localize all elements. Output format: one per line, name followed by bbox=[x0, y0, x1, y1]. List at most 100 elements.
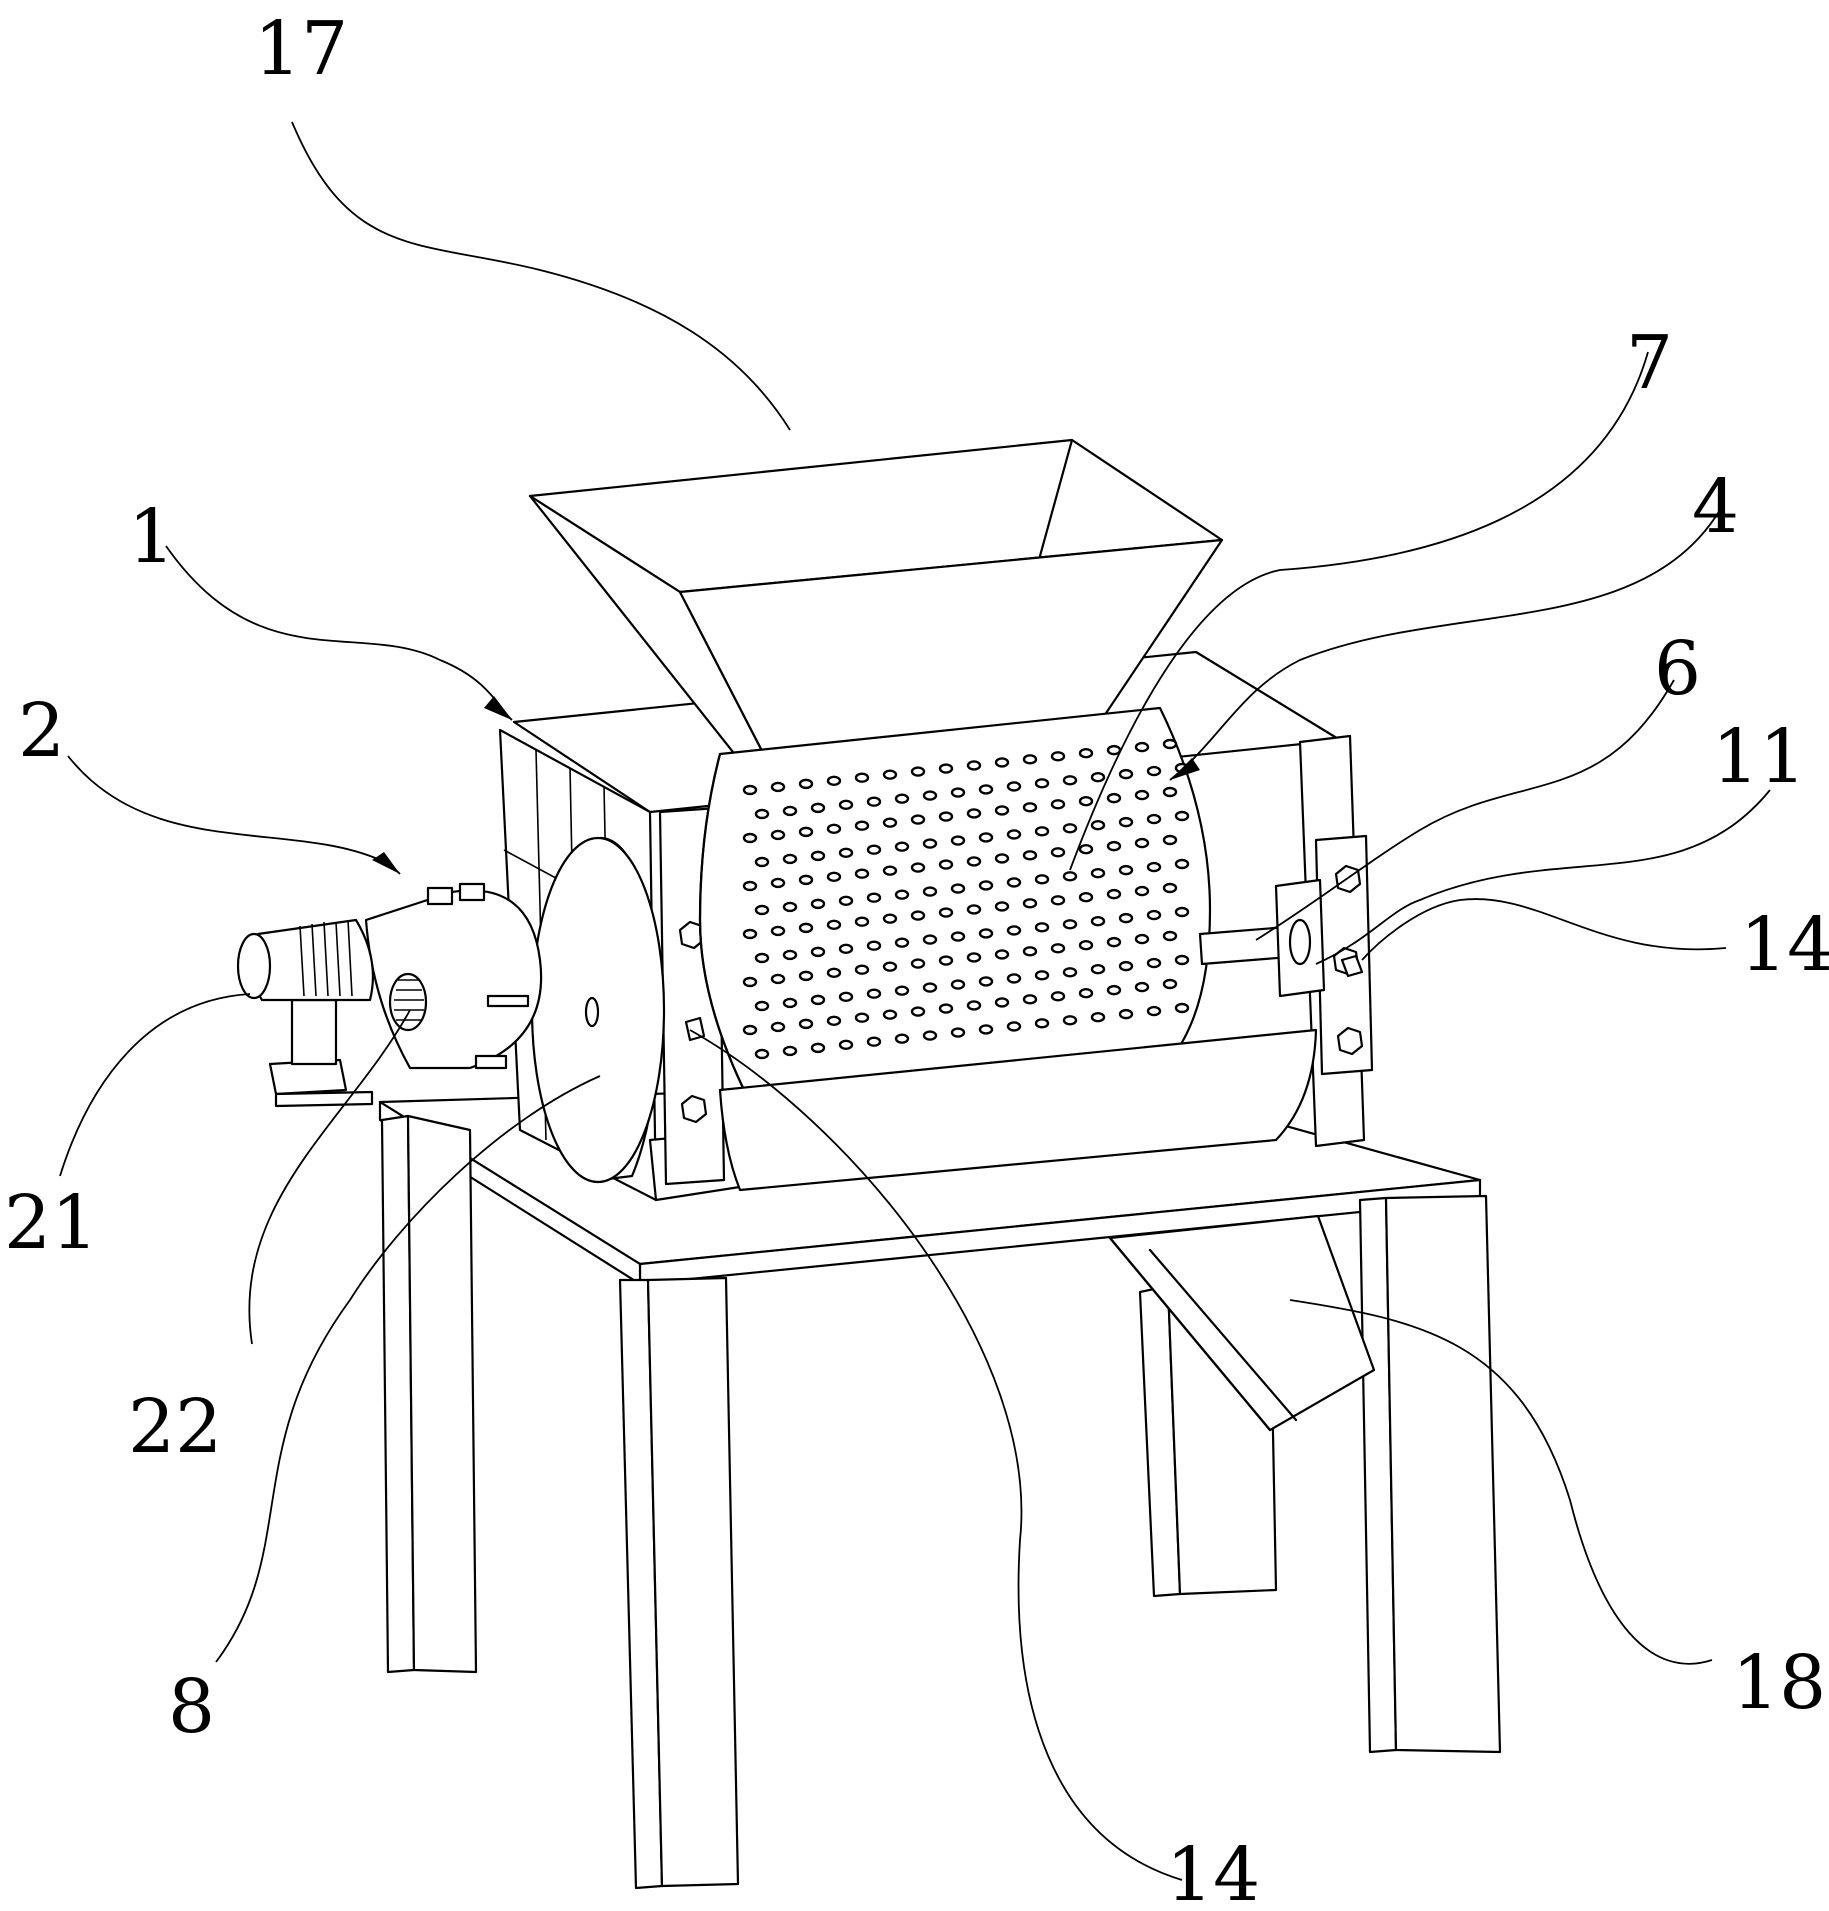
drum-hole bbox=[978, 832, 994, 843]
drum-hole bbox=[1162, 786, 1178, 798]
drum-hole bbox=[882, 1009, 898, 1020]
drum-hole bbox=[1146, 909, 1162, 921]
gearbox bbox=[364, 882, 543, 1070]
drum-hole bbox=[1162, 882, 1178, 894]
drum-hole bbox=[922, 838, 938, 849]
drum-hole bbox=[742, 880, 758, 892]
drum-hole bbox=[894, 793, 910, 804]
drum-hole bbox=[882, 961, 898, 972]
drum-hole bbox=[798, 922, 814, 934]
drum-hole bbox=[1034, 778, 1050, 789]
drum-hole bbox=[894, 1033, 910, 1044]
drum-hole bbox=[950, 883, 966, 894]
drum-hole bbox=[1134, 933, 1150, 945]
gearbox-lug bbox=[426, 886, 454, 906]
drum-hole bbox=[810, 850, 826, 862]
drum-hole bbox=[1174, 858, 1190, 870]
discharge-chute bbox=[1108, 1214, 1376, 1432]
drum-hole bbox=[938, 763, 954, 774]
drum-hole bbox=[1078, 796, 1094, 807]
drum-hole bbox=[978, 928, 994, 939]
label-6: 6 bbox=[1654, 626, 1701, 712]
drum-hole bbox=[1146, 1005, 1162, 1017]
drum-hole bbox=[882, 865, 898, 876]
label-22: 22 bbox=[128, 1384, 222, 1470]
drum-hole bbox=[1062, 775, 1078, 786]
drum-hole bbox=[1034, 826, 1050, 837]
drum-hole bbox=[866, 892, 882, 903]
drum-hole bbox=[1034, 874, 1050, 885]
drum-hole bbox=[1050, 943, 1066, 954]
drum-hole bbox=[966, 904, 982, 915]
drum-hole bbox=[938, 955, 954, 966]
drum-hole bbox=[1050, 847, 1066, 858]
drum-hole bbox=[1146, 765, 1162, 777]
drum-hole bbox=[1090, 820, 1106, 831]
drum-hole bbox=[1062, 1015, 1078, 1026]
drum-hole bbox=[866, 796, 882, 807]
label-21: 21 bbox=[4, 1180, 98, 1266]
drum-hole bbox=[1078, 892, 1094, 903]
drum-hole bbox=[1134, 789, 1150, 801]
drum-hole bbox=[854, 964, 870, 975]
drum-hole bbox=[770, 781, 786, 793]
motor-stand bbox=[290, 998, 338, 1066]
drum-hole bbox=[810, 802, 826, 814]
drum-hole bbox=[894, 889, 910, 900]
drum-hole bbox=[1006, 877, 1022, 888]
drum-hole bbox=[1090, 1012, 1106, 1023]
drum-hole bbox=[978, 880, 994, 891]
drum-hole bbox=[1022, 994, 1038, 1005]
drum-hole bbox=[1162, 738, 1178, 750]
drum-hole bbox=[770, 877, 786, 889]
drum-hole bbox=[854, 868, 870, 879]
drum-hole bbox=[810, 994, 826, 1006]
drum-hole bbox=[1022, 898, 1038, 909]
drum-hole bbox=[782, 997, 798, 1009]
drum-hole bbox=[826, 919, 842, 930]
drum-hole bbox=[1034, 970, 1050, 981]
drum-hole bbox=[1174, 810, 1190, 822]
drum-hole bbox=[838, 895, 854, 906]
end-screw-right bbox=[1340, 954, 1364, 978]
drum-hole bbox=[922, 886, 938, 897]
drum-hole bbox=[938, 907, 954, 918]
drum-perforations bbox=[742, 738, 1190, 1060]
drum-hole bbox=[838, 799, 854, 810]
leader-lines bbox=[59, 121, 1771, 1881]
drum-hole bbox=[826, 775, 842, 786]
drum-hole bbox=[782, 1045, 798, 1057]
drum-hole bbox=[1006, 829, 1022, 840]
drum-hole bbox=[838, 943, 854, 954]
drum-hole bbox=[922, 982, 938, 993]
arrow-icon bbox=[1170, 758, 1200, 780]
drum-hole bbox=[854, 1012, 870, 1023]
drum-hole bbox=[994, 805, 1010, 816]
drum-hole bbox=[838, 991, 854, 1002]
drum-hole bbox=[882, 769, 898, 780]
drum-hole bbox=[1090, 916, 1106, 927]
drum-hole bbox=[1174, 954, 1190, 966]
drum-hole bbox=[910, 1006, 926, 1017]
drum-hole bbox=[1090, 772, 1106, 783]
drum-hole bbox=[882, 913, 898, 924]
drum-hole bbox=[742, 784, 758, 796]
drum-hole bbox=[978, 976, 994, 987]
drum-hole bbox=[1034, 922, 1050, 933]
drum-hole bbox=[1162, 930, 1178, 942]
drum-hole bbox=[754, 808, 770, 820]
drum-hole bbox=[922, 1030, 938, 1041]
label-14-bottom: 14 bbox=[1166, 1832, 1260, 1911]
drum-hole bbox=[754, 856, 770, 868]
drum-hole bbox=[910, 862, 926, 873]
drum-hole bbox=[1118, 816, 1134, 828]
flywheel-hub bbox=[584, 996, 600, 1028]
motor bbox=[236, 918, 375, 1108]
drum-hole bbox=[910, 958, 926, 969]
drum-hole bbox=[1118, 960, 1134, 972]
drum-hole bbox=[742, 928, 758, 940]
drum-hole bbox=[866, 988, 882, 999]
drum-hole bbox=[798, 874, 814, 886]
drum-hole bbox=[910, 766, 926, 777]
